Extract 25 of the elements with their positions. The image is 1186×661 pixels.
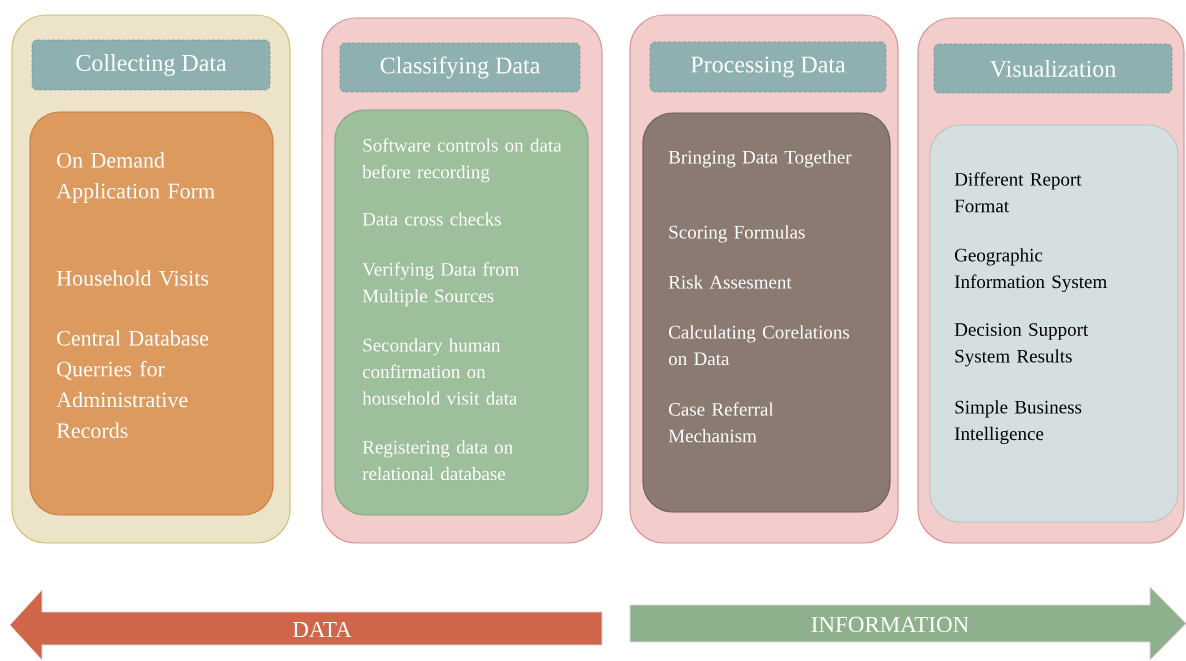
list-item: Secondary human confirmation on household visit data: [362, 338, 518, 405]
list-item: Different Report Format: [954, 172, 1082, 213]
header-box: Processing Data: [649, 41, 887, 93]
list-item: Decision Support System Results: [954, 323, 1089, 367]
header-box: Visualization: [933, 43, 1173, 94]
list-item: Case Referral Mechanism: [668, 402, 774, 443]
content-box: [929, 124, 1179, 523]
content-box: [29, 111, 274, 516]
header-box: Classifying Data: [339, 42, 581, 93]
list-item: Scoring Formulas: [669, 225, 805, 243]
header-box: Collecting Data: [31, 39, 271, 91]
list-item: Software controls on data before recording: [362, 138, 562, 183]
list-item: Risk Assesment: [668, 275, 792, 289]
list-item: Simple Business Intelligence: [954, 400, 1082, 445]
list-item: On Demand Application Form: [56, 152, 215, 203]
list-item: Household Visits: [56, 270, 209, 286]
list-item: Data cross checks: [362, 212, 501, 226]
list-item: Geographic Information System: [954, 248, 1107, 293]
list-item: Central Database Querries for Administrative Records: [56, 330, 209, 439]
list-item: Registering data on relational database: [362, 440, 513, 481]
list-item: Calculating Corelations on Data: [668, 325, 850, 366]
content-box: [334, 109, 589, 516]
list-item: Verifying Data from Multiple Sources: [362, 262, 520, 307]
list-item: Bringing Data Together: [668, 150, 852, 168]
content-box: [642, 112, 891, 513]
